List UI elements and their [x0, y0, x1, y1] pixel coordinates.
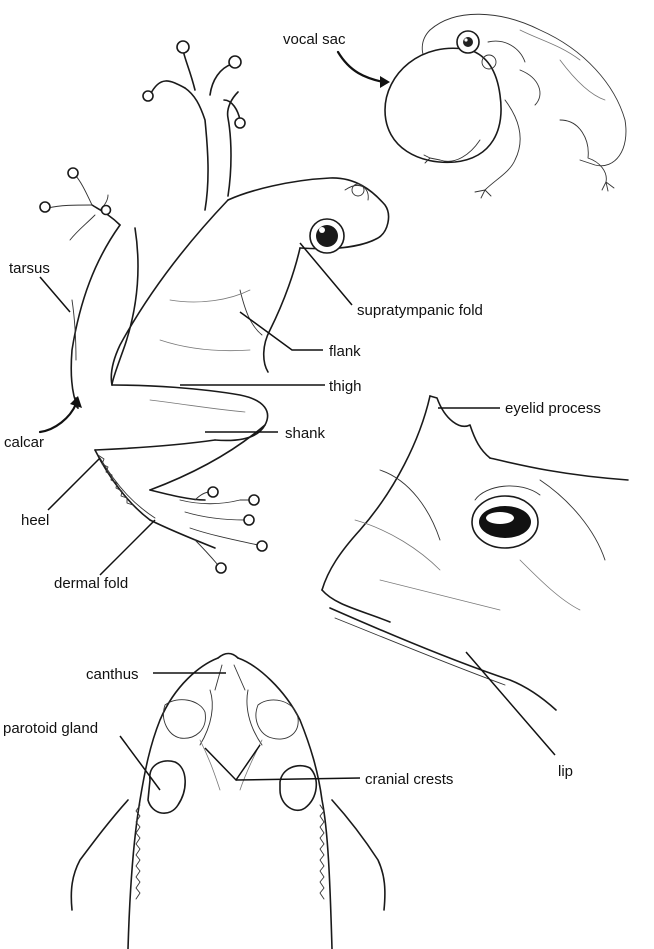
dorsal-head-illustration: [71, 654, 385, 949]
label-shank: shank: [285, 425, 326, 442]
label-lip: lip: [558, 763, 573, 780]
label-eyelid-process: eyelid process: [505, 400, 601, 417]
label-canthus: canthus: [86, 666, 139, 683]
tree-frog-illustration: [40, 41, 389, 573]
label-supratympanic-fold: supratympanic fold: [357, 302, 483, 319]
label-vocal-sac: vocal sac: [283, 31, 346, 48]
label-dermal-fold: dermal fold: [54, 575, 128, 592]
label-cranial-crests: cranial crests: [365, 771, 453, 788]
label-heel: heel: [21, 512, 49, 529]
label-calcar: calcar: [4, 434, 44, 451]
parotoid-gland-left: [148, 761, 185, 813]
label-flank: flank: [329, 343, 361, 360]
parotoid-gland-right: [280, 766, 316, 811]
label-parotoid-gland: parotoid gland: [3, 720, 98, 737]
calling-frog-illustration: [385, 14, 626, 198]
label-thigh: thigh: [329, 378, 362, 395]
label-tarsus: tarsus: [9, 260, 50, 277]
vocal-sac-bubble: [385, 48, 501, 162]
